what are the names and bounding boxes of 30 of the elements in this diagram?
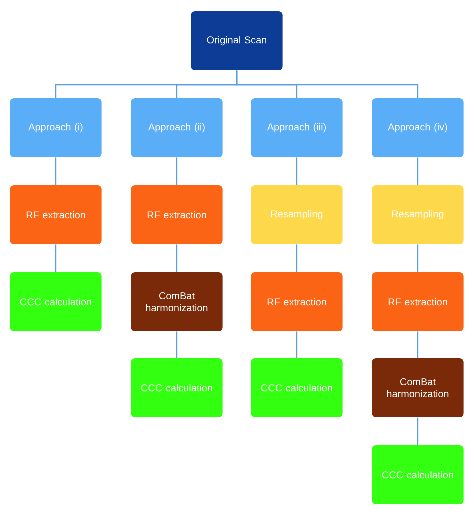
process-box: CCC calculation bbox=[10, 272, 102, 332]
connector-line bbox=[417, 158, 419, 186]
process-box: Approach (iv) bbox=[372, 98, 464, 158]
process-box: ComBat harmonization bbox=[131, 272, 223, 332]
process-box: Resampling bbox=[251, 186, 343, 244]
connector-line bbox=[55, 244, 57, 272]
process-box: Approach (iii) bbox=[251, 98, 343, 158]
process-box: Approach (ii) bbox=[131, 98, 223, 158]
process-box: RF extraction bbox=[131, 186, 223, 244]
process-box: RF extraction bbox=[10, 186, 102, 244]
connector-line bbox=[417, 244, 419, 272]
process-box: ComBat harmonization bbox=[372, 358, 464, 418]
connector-line bbox=[296, 158, 298, 186]
connector-line bbox=[176, 244, 178, 272]
connector-line bbox=[417, 332, 419, 358]
process-box: CCC calculation bbox=[251, 358, 343, 418]
connector-line bbox=[296, 332, 298, 358]
connector-line bbox=[55, 158, 57, 186]
connector-line bbox=[296, 244, 298, 272]
process-box: RF extraction bbox=[372, 272, 464, 332]
connector-line bbox=[417, 418, 419, 446]
process-box: Approach (i) bbox=[10, 98, 102, 158]
connector-line bbox=[176, 158, 178, 186]
process-box: RF extraction bbox=[251, 272, 343, 332]
process-box: CCC calculation bbox=[372, 446, 464, 504]
connector-line bbox=[236, 70, 419, 98]
connector-line bbox=[176, 332, 178, 358]
source-box: Original Scan bbox=[191, 12, 283, 70]
process-box: Resampling bbox=[372, 186, 464, 244]
process-box: CCC calculation bbox=[131, 358, 223, 418]
